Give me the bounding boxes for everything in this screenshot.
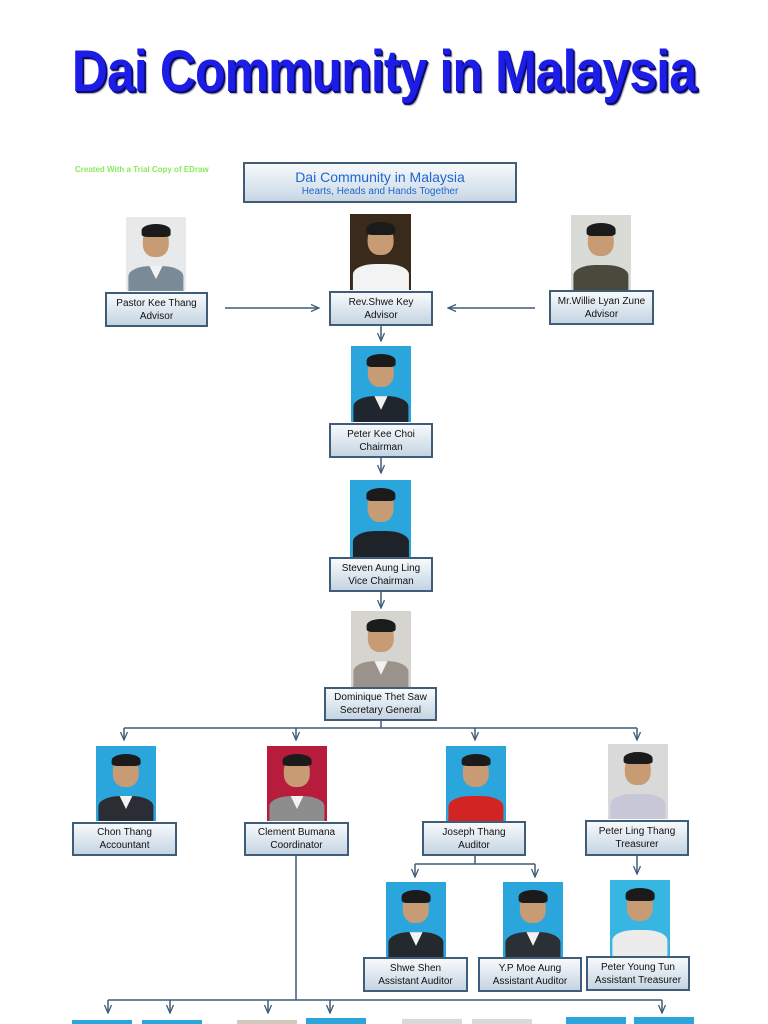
photo-partial-5	[402, 1019, 462, 1024]
member-role: Vice Chairman	[331, 575, 431, 588]
member-box-chon-thang: Chon Thang Accountant	[72, 822, 177, 856]
photo-partial-2	[142, 1020, 202, 1024]
member-role: Accountant	[74, 839, 175, 852]
photo-kee-choi	[351, 346, 411, 422]
photo-partial-1	[72, 1020, 132, 1024]
member-box-kee-thang: Pastor Kee Thang Advisor	[105, 292, 208, 327]
member-box-shwe-key: Rev.Shwe Key Advisor	[329, 291, 433, 326]
member-name: Y.P Moe Aung	[480, 962, 580, 975]
member-role: Treasurer	[587, 838, 687, 851]
member-box-clement: Clement Bumana Coordinator	[244, 822, 349, 856]
photo-shwe-shen	[386, 882, 446, 958]
member-name: Peter Young Tun	[588, 961, 688, 974]
member-role: Advisor	[551, 308, 652, 321]
member-name: Chon Thang	[74, 826, 175, 839]
member-box-kee-choi: Peter Kee Choi Chairman	[329, 423, 433, 458]
member-name: Joseph Thang	[424, 826, 524, 839]
member-name: Pastor Kee Thang	[107, 297, 206, 310]
member-role: Advisor	[107, 310, 206, 323]
member-role: Chairman	[331, 441, 431, 454]
member-role: Assistant Auditor	[480, 975, 580, 988]
member-name: Peter Ling Thang	[587, 825, 687, 838]
member-box-aung-ling: Steven Aung Ling Vice Chairman	[329, 557, 433, 592]
member-box-ling-thang: Peter Ling Thang Treasurer	[585, 820, 689, 856]
photo-partial-6	[472, 1019, 532, 1024]
member-box-thet-saw: Dominique Thet Saw Secretary General	[324, 687, 437, 721]
photo-moe-aung	[503, 882, 563, 958]
photo-partial-7	[566, 1017, 626, 1024]
member-role: Assistant Auditor	[365, 975, 466, 988]
photo-ling-thang	[608, 744, 668, 819]
member-box-willie: Mr.Willie Lyan Zune Advisor	[549, 290, 654, 325]
member-name: Clement Bumana	[246, 826, 347, 839]
member-box-moe-aung: Y.P Moe Aung Assistant Auditor	[478, 957, 582, 992]
photo-kee-thang	[126, 217, 186, 291]
member-role: Auditor	[424, 839, 524, 852]
photo-aung-ling	[350, 480, 411, 557]
member-name: Peter Kee Choi	[331, 428, 431, 441]
member-box-young-tun: Peter Young Tun Assistant Treasurer	[586, 956, 690, 991]
member-role: Advisor	[331, 309, 431, 322]
photo-partial-3	[237, 1020, 297, 1024]
photo-joseph	[446, 746, 506, 821]
member-name: Rev.Shwe Key	[331, 296, 431, 309]
member-role: Coordinator	[246, 839, 347, 852]
photo-chon-thang	[96, 746, 156, 821]
photo-clement	[267, 746, 327, 821]
photo-willie	[571, 215, 631, 291]
photo-young-tun	[610, 880, 670, 956]
member-name: Mr.Willie Lyan Zune	[551, 295, 652, 308]
member-name: Dominique Thet Saw	[326, 691, 435, 704]
photo-partial-4	[306, 1018, 366, 1024]
member-box-joseph: Joseph Thang Auditor	[422, 821, 526, 856]
member-role: Assistant Treasurer	[588, 974, 688, 987]
member-name: Shwe Shen	[365, 962, 466, 975]
member-box-shwe-shen: Shwe Shen Assistant Auditor	[363, 957, 468, 992]
member-role: Secretary General	[326, 704, 435, 717]
member-name: Steven Aung Ling	[331, 562, 431, 575]
photo-partial-8	[634, 1017, 694, 1024]
photo-thet-saw	[351, 611, 411, 687]
photo-shwe-key	[350, 214, 411, 290]
